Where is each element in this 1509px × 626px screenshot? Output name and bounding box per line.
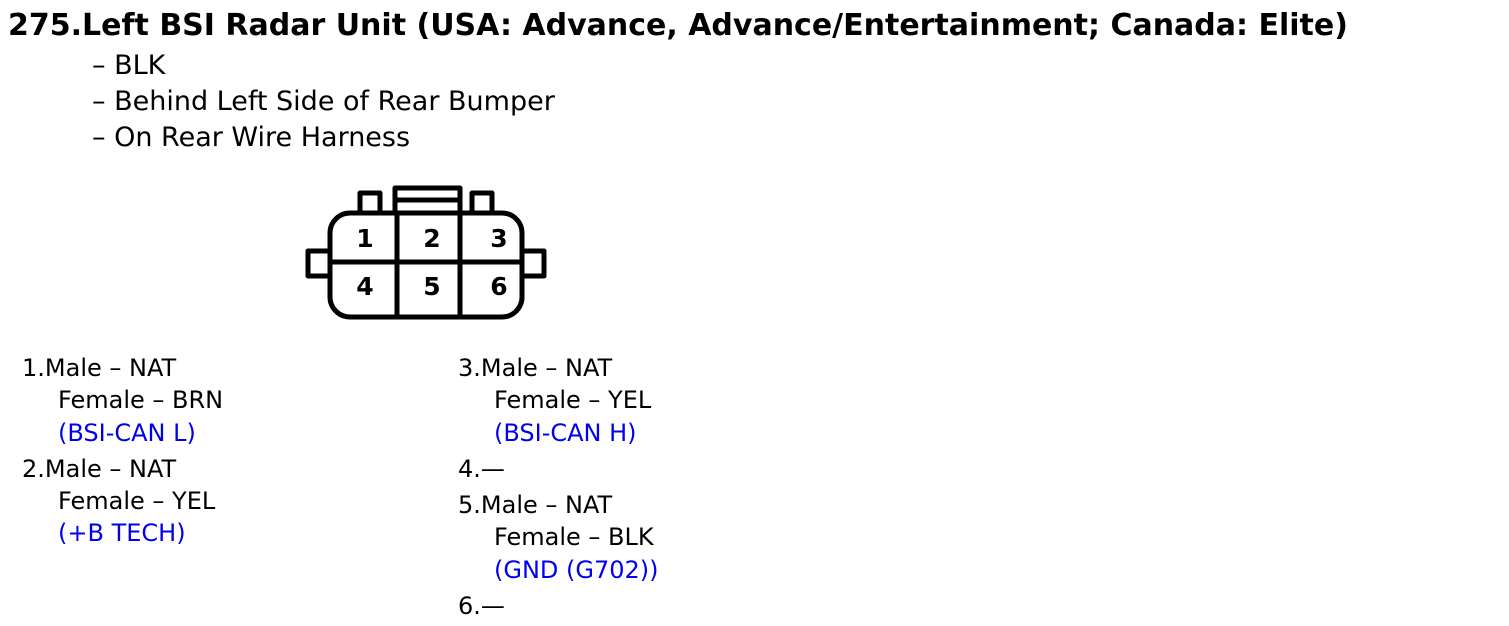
- connector-side-ear-left: [305, 248, 333, 279]
- pin-5-signal: (GND (G702)): [494, 555, 659, 584]
- pin-column-right: 3.Male – NAT Female – YEL (BSI-CAN H) 4.…: [458, 352, 659, 626]
- pin-entry-2: 2.Male – NAT Female – YEL (+B TECH): [22, 453, 223, 550]
- pin-2-male: 2.Male – NAT: [22, 454, 177, 483]
- pin-5-male: 5.Male – NAT: [458, 491, 613, 520]
- pin-entry-1: 1.Male – NAT Female – BRN (BSI-CAN L): [22, 352, 223, 449]
- detail-location: – Behind Left Side of Rear Bumper: [92, 86, 555, 117]
- connector-face-diagram: 1 2 3 4 5 6: [305, 185, 547, 320]
- detail-harness: – On Rear Wire Harness: [92, 122, 411, 153]
- cavity-label-5: 5: [423, 272, 440, 301]
- pin-entry-5: 5.Male – NAT Female – BLK (GND (G702)): [458, 489, 659, 586]
- connector-body: [327, 210, 525, 320]
- pin-1-signal: (BSI-CAN L): [58, 418, 196, 447]
- cavity-label-3: 3: [490, 224, 507, 253]
- pin-3-male: 3.Male – NAT: [458, 354, 613, 382]
- cavity-label-1: 1: [356, 224, 373, 253]
- pin-entry-6: 6.—: [458, 590, 659, 622]
- pin-4-unused: 4.—: [458, 454, 505, 483]
- pin-5-female: Female – BLK: [494, 523, 654, 552]
- cavity-label-6: 6: [490, 272, 507, 301]
- page-title: 275.Left BSI Radar Unit (USA: Advance, A…: [8, 8, 1348, 43]
- pin-2-signal: (+B TECH): [58, 519, 186, 548]
- pin-1-male: 1.Male – NAT: [22, 354, 177, 382]
- cavity-label-4: 4: [356, 272, 373, 301]
- pin-2-female: Female – YEL: [58, 487, 216, 516]
- pin-entry-3: 3.Male – NAT Female – YEL (BSI-CAN H): [458, 352, 659, 449]
- connector-details: – BLK – Behind Left Side of Rear Bumper …: [92, 48, 555, 156]
- pin-1-female: Female – BRN: [58, 386, 224, 415]
- pin-3-signal: (BSI-CAN H): [494, 418, 637, 447]
- pin-3-female: Female – YEL: [494, 386, 652, 415]
- pin-column-left: 1.Male – NAT Female – BRN (BSI-CAN L) 2.…: [22, 352, 223, 554]
- pin-6-unused: 6.—: [458, 592, 505, 621]
- detail-color: – BLK: [92, 50, 166, 81]
- connector-side-ear-right: [519, 248, 547, 279]
- cavity-label-2: 2: [423, 224, 440, 253]
- pin-entry-4: 4.—: [458, 453, 659, 485]
